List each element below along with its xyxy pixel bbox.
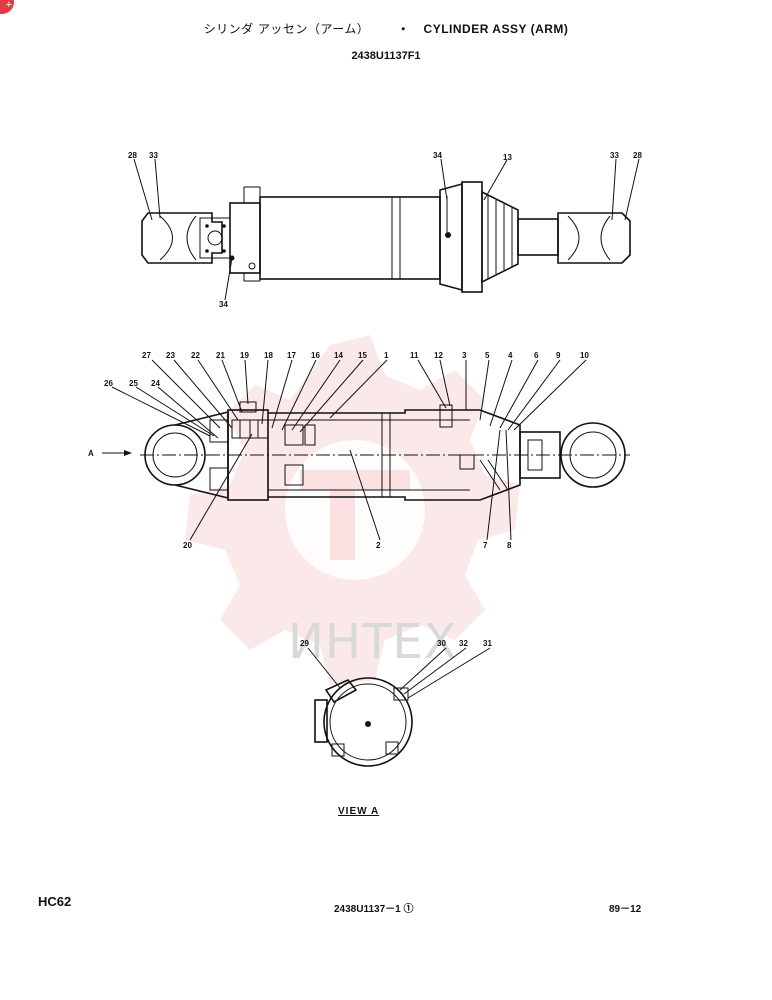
callout-19: 19 [240, 351, 249, 360]
callout-33: 33 [149, 151, 158, 160]
end-view [307, 647, 491, 767]
top-view [133, 158, 640, 301]
callout-7: 7 [483, 541, 488, 550]
callout-16: 16 [311, 351, 320, 360]
callout-1: 1 [384, 351, 389, 360]
title-separator: ・ [397, 22, 410, 36]
callout-28: 28 [128, 151, 137, 160]
callout-11: 11 [410, 351, 419, 360]
drawing-number: 2438U1137F1 [351, 50, 421, 62]
callout-3: 3 [462, 351, 467, 360]
watermark-text: ИНТЕХ [288, 614, 458, 670]
callout-27: 27 [142, 351, 151, 360]
view-a-label: VIEW A [338, 806, 380, 817]
callout-23: 23 [166, 351, 175, 360]
document-reference: 2438U1137－1 ① [334, 904, 414, 915]
callout-18: 18 [264, 351, 273, 360]
page-title: シリンダ アッセン（アーム） ・ CYLINDER ASSY (ARM) [0, 20, 772, 37]
callout-8: 8 [507, 541, 512, 550]
date-reference: 89－12 [609, 904, 642, 915]
callout-31: 31 [483, 639, 492, 648]
title-japanese: シリンダ アッセン（アーム） [203, 22, 370, 36]
title-english: CYLINDER ASSY (ARM) [423, 22, 569, 36]
callout-22: 22 [191, 351, 200, 360]
callout-5: 5 [485, 351, 490, 360]
callout-25: 25 [129, 379, 138, 388]
callout-14: 14 [334, 351, 343, 360]
model-code: HC62 [38, 894, 72, 909]
callout-21: 21 [216, 351, 225, 360]
callout-2: 2 [376, 541, 381, 550]
callout-29: 29 [300, 639, 309, 648]
callout-34: 34 [219, 300, 228, 309]
callout-26: 26 [104, 379, 113, 388]
callout-32: 32 [459, 639, 468, 648]
callout-24: 24 [151, 379, 160, 388]
callout-34: 34 [433, 151, 442, 160]
callout-13: 13 [503, 153, 512, 162]
callout-33: 33 [610, 151, 619, 160]
corner-badge: + [0, 0, 14, 14]
callout-10: 10 [580, 351, 589, 360]
callout-28: 28 [633, 151, 642, 160]
arrow-label-a: A [88, 449, 94, 458]
callout-12: 12 [434, 351, 443, 360]
callout-17: 17 [287, 351, 296, 360]
callout-30: 30 [437, 639, 446, 648]
callout-15: 15 [358, 351, 367, 360]
callout-4: 4 [508, 351, 513, 360]
callout-20: 20 [183, 541, 192, 550]
callout-9: 9 [556, 351, 561, 360]
section-view [102, 359, 630, 541]
callout-6: 6 [534, 351, 539, 360]
